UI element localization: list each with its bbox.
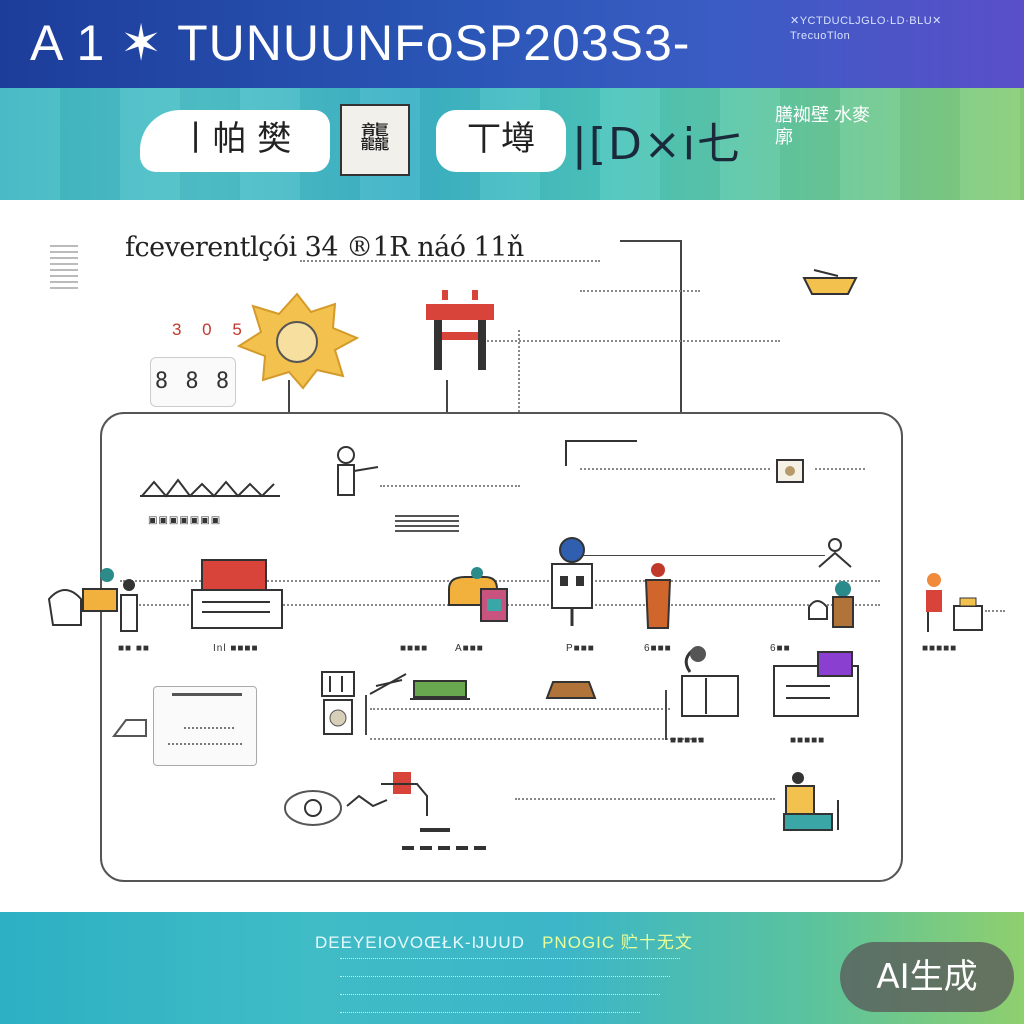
row4-dotted bbox=[515, 798, 775, 800]
dotted-line-mid bbox=[480, 340, 780, 342]
shop-stall-icon bbox=[321, 671, 355, 735]
row2-label-a: ■■ ■■ bbox=[118, 643, 150, 654]
dotted-line-top bbox=[300, 260, 600, 262]
connector-gate bbox=[446, 380, 448, 412]
lantern-stand-icon bbox=[783, 772, 839, 831]
row3-label-a: ■■■■■ bbox=[670, 735, 706, 746]
customer-desk-icon bbox=[926, 573, 983, 632]
text-lines-block bbox=[395, 515, 459, 535]
footer-title-accent: PNOGIC 贮〸无文 bbox=[542, 933, 693, 952]
tray-icon bbox=[545, 681, 597, 699]
subheader-stamp: 龘 bbox=[340, 104, 410, 176]
row3-dotted-a bbox=[370, 708, 670, 710]
cart-icon bbox=[410, 680, 470, 700]
counter-box: 8 8 8 bbox=[150, 357, 236, 407]
counter-label: 3 0 5 bbox=[172, 320, 250, 339]
subheader-pill-left: 丨帕 樊 bbox=[140, 110, 330, 172]
row3-dotted-b bbox=[370, 738, 700, 740]
row2-connector bbox=[570, 555, 825, 556]
subheader-small-text: 膳袽壁 水麥廓 bbox=[775, 105, 871, 147]
subheader-pill-right: 丅墫 bbox=[436, 110, 566, 172]
cash-register-icon bbox=[191, 559, 283, 629]
connector-right bbox=[680, 240, 682, 412]
bracket-shape bbox=[565, 440, 637, 466]
row2-edge-dots bbox=[985, 610, 1005, 612]
footer-line-4 bbox=[340, 1012, 640, 1013]
connector-dotted-center bbox=[518, 330, 520, 412]
row2-label-e: P■■■ bbox=[566, 643, 595, 654]
sun-icon bbox=[236, 292, 360, 390]
chart-board-icon bbox=[346, 772, 428, 816]
shopping-bag-icon bbox=[448, 567, 508, 622]
plant-stand-icon bbox=[681, 646, 739, 717]
connector-sun bbox=[288, 380, 290, 412]
footer-title: DEEYEIOVOŒŁK‐ĲUUD PNOGIC 贮〸无文 bbox=[315, 928, 693, 953]
bar-2 bbox=[402, 846, 492, 850]
diagram-frame bbox=[100, 412, 903, 882]
dotted-line-upper bbox=[580, 290, 700, 292]
row2-label-g: 6■■ bbox=[770, 643, 791, 654]
row3-divider bbox=[365, 695, 367, 735]
worker-desk-icon bbox=[47, 568, 138, 632]
clock-icon bbox=[284, 790, 342, 826]
row1-label: ▣▣▣▣▣▣▣ bbox=[148, 515, 222, 526]
connector-top-h bbox=[620, 240, 680, 242]
speaker-person-icon bbox=[337, 446, 379, 496]
diagram-heading: fceverentlçói 34 ®1R náó 11ň bbox=[125, 232, 524, 263]
header-subtitle: ✕YCTDUCLJGLO·LD·BLU✕ TrecuoTlon bbox=[790, 15, 942, 42]
robot-kiosk-icon bbox=[551, 537, 593, 626]
subheader-dark-text: |[D×i七 bbox=[572, 119, 743, 170]
row2-label-b: Inl ■■■■ bbox=[213, 643, 259, 654]
bar-1 bbox=[420, 828, 450, 832]
row2-label-c: ■■■■ bbox=[400, 643, 429, 654]
row2-label-f: 6■■■ bbox=[644, 643, 672, 654]
margin-lines bbox=[50, 245, 78, 293]
row1-dotted-a bbox=[380, 485, 520, 487]
torii-gate-icon bbox=[426, 290, 494, 370]
monk-figure-icon bbox=[644, 563, 672, 629]
footer-title-main: DEEYEIOVOŒŁK‐ĲUUD bbox=[315, 933, 525, 952]
pencil-icon bbox=[112, 719, 147, 737]
footer-line-3 bbox=[340, 994, 660, 995]
row1-dotted-c bbox=[815, 468, 865, 470]
bowl-icon bbox=[802, 269, 858, 295]
row2-label-d: A■■■ bbox=[455, 643, 484, 654]
arrow-sign-icon bbox=[369, 673, 407, 695]
person-group-icon bbox=[808, 538, 854, 628]
row2-label-h: ■■■■■ bbox=[922, 643, 958, 654]
row3-divider-2 bbox=[665, 690, 667, 740]
ai-generated-badge: AI生成 bbox=[840, 942, 1014, 1012]
row3-label-b: ■■■■■ bbox=[790, 735, 826, 746]
monitor-icon bbox=[776, 459, 804, 483]
footer-line-2 bbox=[340, 976, 670, 977]
page-title: A 1 ✶ TUNUUNFoSP203S3- bbox=[30, 15, 691, 71]
footer-line-1 bbox=[340, 958, 680, 959]
header-band bbox=[0, 0, 1024, 88]
row1-dotted-b bbox=[580, 468, 770, 470]
house-row-icon bbox=[140, 478, 280, 498]
form-card bbox=[153, 686, 257, 766]
row2-dotted-line bbox=[120, 580, 880, 582]
register-display-icon bbox=[773, 651, 859, 717]
